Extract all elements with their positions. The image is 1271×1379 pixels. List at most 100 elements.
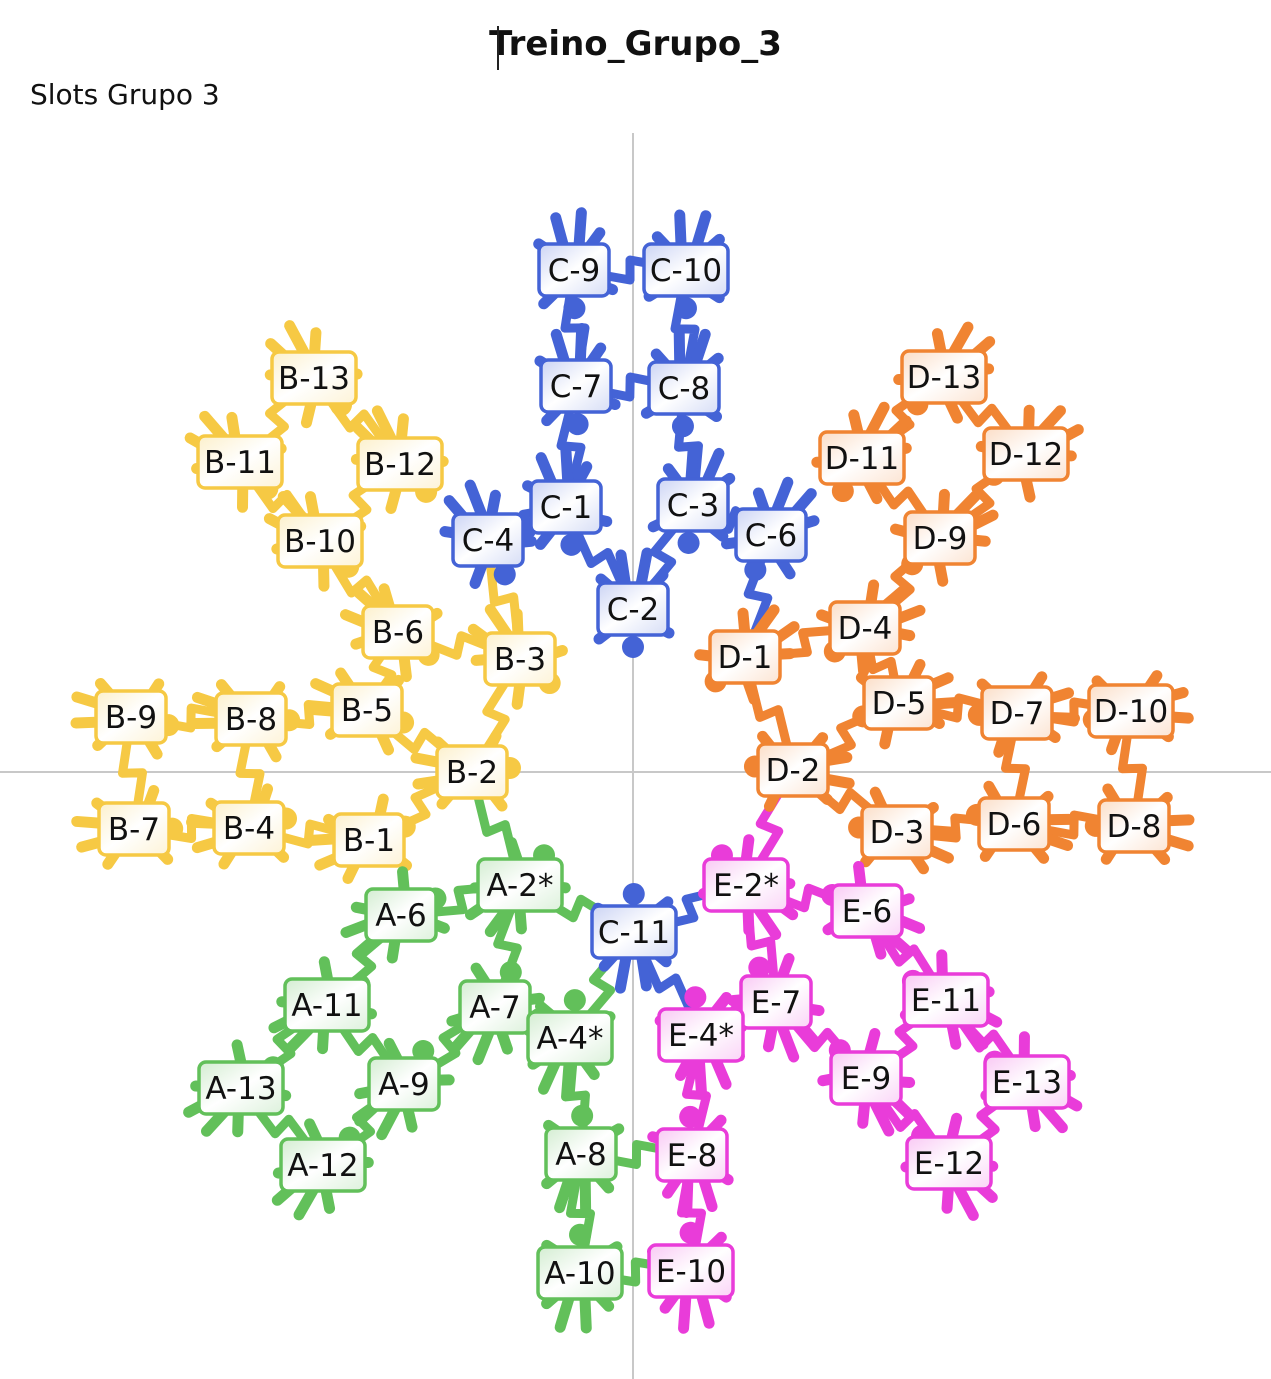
slot-c-4[interactable]: C-4 [429, 473, 544, 599]
slot-box [902, 972, 990, 1028]
slot-d-5[interactable]: D-5 [843, 656, 963, 750]
slot-box [212, 800, 286, 856]
slot-b-7[interactable]: B-7 [71, 785, 186, 870]
slot-label: B-10 [284, 524, 356, 560]
slot-b-8[interactable]: B-8 [190, 676, 305, 763]
slot-d-13[interactable]: D-13 [887, 312, 1007, 438]
slot-d-7[interactable]: D-7 [963, 671, 1080, 758]
slot-label: E-8 [667, 1138, 718, 1174]
slot-label: A-2* [487, 868, 554, 904]
slot-b-3[interactable]: B-3 [456, 594, 580, 718]
slot-box [356, 436, 444, 492]
slot-box [818, 430, 906, 486]
slot-a-11[interactable]: A-11 [261, 947, 387, 1066]
slot-label: B-12 [364, 447, 436, 483]
slot-e-2-star[interactable]: E-2* [686, 826, 810, 950]
slot-label: A-8 [555, 1137, 606, 1173]
slot-label: E-10 [656, 1254, 726, 1290]
slot-d-3[interactable]: D-3 [841, 786, 959, 880]
slot-b-2[interactable]: B-2 [410, 730, 521, 812]
slot-d-8[interactable]: D-8 [1081, 783, 1195, 868]
slot-label: D-7 [990, 696, 1045, 732]
slot-b-10[interactable]: B-10 [255, 479, 381, 598]
slot-label: D-10 [1094, 694, 1169, 730]
slot-e-4-star[interactable]: E-4* [654, 979, 748, 1099]
slot-label: A-11 [291, 988, 362, 1024]
slot-box [977, 796, 1051, 852]
slot-c-8[interactable]: C-8 [640, 327, 727, 441]
slot-b-13[interactable]: B-13 [252, 312, 372, 438]
slot-a-8[interactable]: A-8 [538, 1101, 625, 1215]
slot-label: B-4 [223, 811, 275, 847]
slot-e-8[interactable]: E-8 [647, 1101, 734, 1218]
slot-e-12[interactable]: E-12 [890, 1104, 1010, 1230]
slot-box [900, 349, 988, 405]
slot-label: D-2 [766, 753, 821, 789]
slot-box [980, 685, 1054, 741]
slot-a-10[interactable]: A-10 [536, 1220, 624, 1334]
slot-label: C-6 [745, 518, 798, 554]
grip-link-d-10-d-8 [1118, 706, 1147, 831]
slot-box [361, 604, 435, 660]
slot-e-9[interactable]: E-9 [808, 1018, 927, 1144]
slot-a-7[interactable]: A-7 [436, 947, 550, 1073]
slot-label: E-9 [841, 1061, 892, 1097]
slot-label: B-2 [446, 755, 498, 791]
slot-a-12[interactable]: A-12 [260, 1104, 380, 1230]
slot-a-13[interactable]: A-13 [175, 1029, 301, 1149]
slot-d-4[interactable]: D-4 [805, 570, 931, 685]
slot-d-11[interactable]: D-11 [806, 393, 924, 519]
slot-box [536, 1245, 624, 1301]
slot-box [734, 507, 808, 563]
slot-c-2[interactable]: C-2 [593, 547, 675, 658]
slot-e-7[interactable]: E-7 [720, 942, 835, 1068]
slot-c-3[interactable]: C-3 [647, 443, 740, 561]
slot-box [860, 804, 934, 860]
slot-c-1[interactable]: C-1 [519, 443, 613, 563]
slot-e-10[interactable]: E-10 [646, 1218, 735, 1334]
slot-box [903, 510, 977, 566]
slot-box [702, 857, 790, 913]
slot-d-10[interactable]: D-10 [1078, 670, 1194, 756]
slot-b-12[interactable]: B-12 [339, 398, 458, 524]
slot-b-4[interactable]: B-4 [186, 783, 302, 870]
slot-c-7[interactable]: C-7 [534, 323, 621, 439]
slot-label: E-12 [914, 1146, 984, 1182]
slot-label: D-3 [870, 815, 925, 851]
slot-a-6[interactable]: A-6 [334, 859, 460, 974]
slot-e-11[interactable]: E-11 [885, 944, 1011, 1062]
slot-c-6[interactable]: C-6 [717, 469, 830, 595]
slot-box [94, 689, 168, 745]
slot-box [656, 477, 730, 533]
slot-c-9[interactable]: C-9 [533, 207, 619, 322]
slot-label: E-11 [911, 983, 981, 1019]
slot-b-9[interactable]: B-9 [70, 675, 184, 760]
slot-d-6[interactable]: D-6 [961, 780, 1075, 868]
slot-box [739, 974, 813, 1030]
slot-box [364, 887, 438, 943]
slot-box [279, 1137, 367, 1193]
slot-d-2[interactable]: D-2 [743, 730, 855, 812]
slot-box [367, 1056, 441, 1112]
slot-c-10[interactable]: C-10 [642, 209, 730, 323]
slot-a-9[interactable]: A-9 [342, 1023, 461, 1149]
slot-b-11[interactable]: B-11 [175, 399, 301, 519]
slot-c-11[interactable]: C-11 [590, 883, 678, 994]
slot-d-12[interactable]: D-12 [967, 392, 1093, 512]
slot-box [596, 581, 670, 637]
slot-e-6[interactable]: E-6 [806, 857, 932, 971]
slot-markers: C-9 C-10C-7 C-8C-1 C-3 C-4 C-6C-2C-11 B-13B-11… [70, 207, 1195, 1334]
slot-d-9[interactable]: D-9 [880, 477, 1006, 596]
slot-d-1[interactable]: D-1 [686, 593, 809, 717]
slot-box [537, 242, 611, 298]
slot-b-1[interactable]: B-1 [305, 793, 425, 887]
slot-a-2-star[interactable]: A-2* [455, 825, 579, 949]
slot-label: C-8 [658, 371, 711, 407]
slot-b-6[interactable]: B-6 [332, 572, 458, 686]
slot-b-5[interactable]: B-5 [305, 662, 423, 756]
slot-box [283, 977, 371, 1033]
slot-a-4-star[interactable]: A-4* [522, 982, 616, 1100]
slot-e-13[interactable]: E-13 [966, 1025, 1092, 1145]
slot-box [655, 1127, 729, 1183]
